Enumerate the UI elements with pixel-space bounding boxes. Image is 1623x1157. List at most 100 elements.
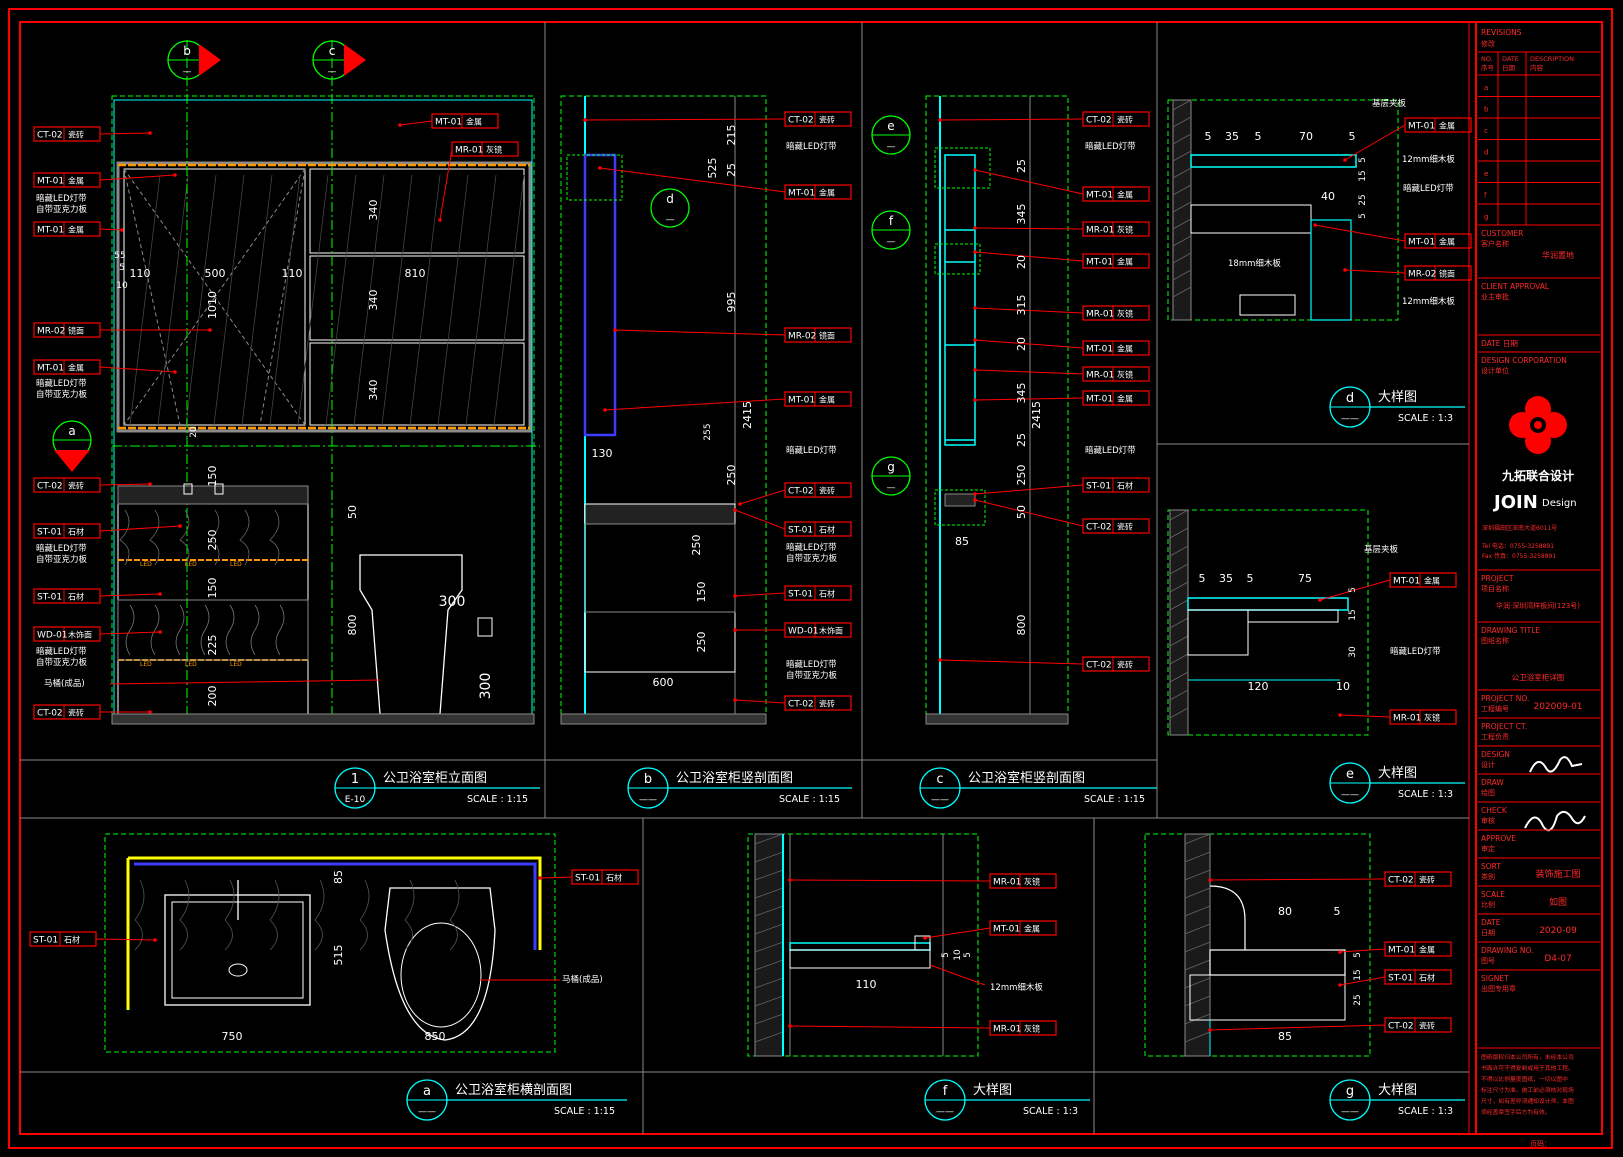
detd-tag-2-dot bbox=[1343, 268, 1347, 272]
logo-dot bbox=[1534, 421, 1542, 429]
dim-110: 110 bbox=[130, 267, 151, 280]
floor-slab bbox=[111, 713, 535, 725]
elev-tag-6-code: ST-01 bbox=[37, 528, 62, 538]
elev-tag-7-dot bbox=[158, 592, 162, 596]
tb-page: 页码： bbox=[1530, 1140, 1551, 1148]
detf-tag-2-code: MR-01 bbox=[993, 1025, 1021, 1035]
detf-tag-2-leader bbox=[789, 1025, 991, 1029]
marker-letter: c bbox=[329, 44, 336, 58]
dete-tag-1-leader bbox=[1339, 714, 1391, 718]
note-led: 暗藏LED灯带 bbox=[36, 193, 87, 204]
elev-tag-top-mr-dot bbox=[438, 218, 442, 222]
section-c-shelves bbox=[944, 154, 976, 446]
detail-marker-dash: — bbox=[887, 237, 896, 247]
detd-tag-1-dot bbox=[1313, 223, 1317, 227]
tb-draw-label-cn: 绘图 bbox=[1481, 788, 1495, 797]
tb-date-label: DATE bbox=[1481, 918, 1501, 927]
dete-tag-1-code: MR-01 bbox=[1393, 714, 1421, 724]
secc-tag-6-dot bbox=[973, 368, 977, 372]
dim-20: 20 bbox=[189, 426, 199, 438]
detail-e-top-panel bbox=[1187, 597, 1349, 611]
marker-dash: — bbox=[183, 67, 192, 77]
elev-tag-3-name: 镜面 bbox=[68, 326, 84, 336]
elev-tag-0-leader bbox=[99, 132, 151, 135]
tb-col-no-cn: 序号 bbox=[1481, 63, 1495, 72]
detf-tag-0-dot bbox=[788, 878, 792, 882]
tb-rev-row: d bbox=[1484, 149, 1488, 157]
dim-5: 5 bbox=[941, 952, 951, 958]
wood-grain bbox=[275, 604, 285, 656]
dim-850: 850 bbox=[425, 1030, 446, 1043]
view-sheet-ref: —— bbox=[1341, 414, 1359, 424]
detd-tag-0-dot bbox=[1343, 158, 1347, 162]
tb-scale-value: 如图 bbox=[1549, 896, 1567, 908]
elev-tag-6-leader bbox=[99, 525, 181, 532]
dim-250: 250 bbox=[725, 465, 738, 486]
view-scale: SCALE : 1:3 bbox=[1023, 1106, 1078, 1117]
detd-tag-2-leader bbox=[1344, 269, 1406, 274]
led-tag: LED bbox=[185, 661, 197, 668]
tb-note-line: 尺寸，如有差异须通知设计师。本图 bbox=[1481, 1097, 1574, 1105]
wall-hatch bbox=[1169, 563, 1189, 575]
dim-300: 300 bbox=[478, 673, 494, 700]
wall-hatch bbox=[754, 923, 784, 935]
mirror-hatch bbox=[185, 174, 217, 426]
secc-tag-9-code: ST-01 bbox=[1086, 482, 1111, 492]
wall-hatch bbox=[1172, 201, 1192, 213]
tb-check-label-cn: 审核 bbox=[1481, 816, 1495, 825]
secb-tag-2-code: MR-02 bbox=[788, 332, 816, 342]
dete-tag-0-leader bbox=[1319, 579, 1391, 601]
dim-20: 20 bbox=[1015, 337, 1028, 351]
tb-client-label-cn: 业主审批 bbox=[1481, 292, 1509, 301]
note-led: 暗藏LED灯带 bbox=[36, 646, 87, 657]
company-logo-icon bbox=[1509, 396, 1567, 454]
detf-tag-1-code: MT-01 bbox=[993, 925, 1020, 935]
tb-project-ct-label: PROJECT CT. bbox=[1481, 722, 1527, 731]
secc-tag-7-dot bbox=[973, 398, 977, 402]
dete-tag-1-name: 灰镜 bbox=[1424, 713, 1440, 723]
detail-f-boundary bbox=[747, 833, 979, 1057]
wall-hatch bbox=[1172, 167, 1192, 179]
secc-tag-6-leader bbox=[974, 369, 1084, 375]
tb-customer-label: CUSTOMER bbox=[1481, 229, 1523, 238]
tb-fax: Fax 传真：0755-3258891 bbox=[1482, 552, 1556, 560]
dim-225: 225 bbox=[206, 635, 219, 656]
tb-design-label-cn: 设计 bbox=[1481, 760, 1495, 769]
plan-a-marble bbox=[179, 879, 190, 951]
secc-tag-3-dot bbox=[973, 250, 977, 254]
section-marker-a: a— bbox=[52, 420, 92, 472]
wall-hatch bbox=[1184, 941, 1211, 953]
elev-tag-5-dot bbox=[148, 482, 152, 486]
marble-vein bbox=[239, 509, 250, 566]
detail-d-top-panel bbox=[1190, 154, 1357, 168]
detg-tag-2-dot bbox=[1338, 983, 1342, 987]
detd-tag-2-code: MR-02 bbox=[1408, 270, 1436, 280]
tb-sort-value: 装饰施工图 bbox=[1535, 868, 1580, 880]
note-led: 暗藏LED灯带 bbox=[1085, 141, 1136, 152]
secc-tag-1-name: 金属 bbox=[1117, 190, 1133, 200]
tb-company-en2: Design bbox=[1542, 498, 1577, 509]
elev-tag-top-mr-name: 灰镜 bbox=[486, 145, 502, 155]
toilet-elevation bbox=[359, 554, 463, 715]
toilet-leader bbox=[109, 679, 381, 685]
detg-tag-2-leader bbox=[1339, 976, 1386, 986]
tb-approve-label-cn: 审定 bbox=[1481, 844, 1495, 853]
secb-tag-6-dot bbox=[733, 594, 737, 598]
detg-tag-1-name: 金属 bbox=[1419, 945, 1435, 955]
detg-tag-3-leader bbox=[1209, 1024, 1386, 1031]
wall-hatch bbox=[1184, 833, 1211, 845]
view-symbol: 1 bbox=[351, 772, 359, 787]
note-acrylic: 自带亚克力板 bbox=[786, 670, 838, 681]
wall-hatch bbox=[1172, 269, 1192, 281]
dim-50: 50 bbox=[346, 505, 359, 519]
tb-design-corp-label-cn: 设计单位 bbox=[1481, 366, 1509, 375]
secb-tag-4-code: CT-02 bbox=[788, 487, 814, 497]
dim-30: 30 bbox=[1348, 646, 1358, 658]
wood-grain bbox=[150, 604, 160, 656]
tb-tel: Tel 电话：0755-3258891 bbox=[1481, 542, 1554, 550]
secc-tag-10-name: 瓷砖 bbox=[1117, 522, 1133, 532]
secb-tag-0-dot bbox=[583, 118, 587, 122]
dim-750: 750 bbox=[222, 1030, 243, 1043]
